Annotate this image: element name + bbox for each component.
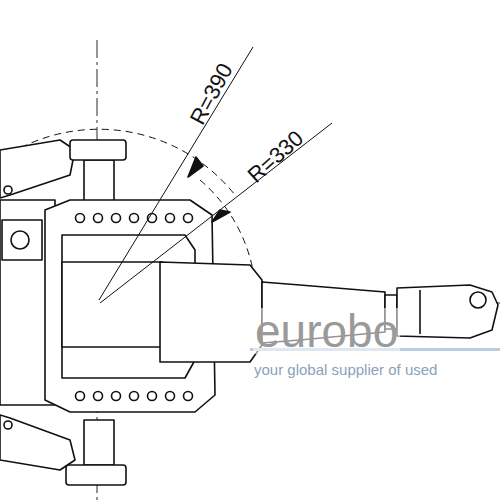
frame-arm [0,140,75,198]
joint-block [62,262,162,347]
forearm-flange [160,262,262,362]
top-flange [70,140,126,160]
leader-line [100,123,332,303]
leader-line [99,47,253,300]
bolt [76,392,85,401]
dimension-label: R=390 [186,58,238,130]
arrowhead [188,157,203,177]
bolt [130,392,139,401]
frame-arm [0,415,75,470]
bolt [4,421,12,429]
motor-shaft [11,231,29,249]
wrist-edge [419,290,421,334]
bolt [112,392,121,401]
watermark-text: your global supplier of used [252,362,439,377]
wrist-pivot [470,292,486,308]
bolt [112,214,121,223]
motor-box [2,220,42,260]
bottom-flange [66,465,126,485]
dimension-label: R=330 [243,126,309,189]
bolt [166,392,175,401]
bolt [94,214,103,223]
wrist-unit [397,285,498,338]
bolt [76,214,85,223]
bolt [94,392,103,401]
top-shaft [84,160,114,205]
bolt [166,214,175,223]
arrowhead [212,210,230,222]
bolt [184,214,193,223]
bolt [4,186,12,194]
bolt [184,392,193,401]
bolt [148,392,157,401]
bolt [130,214,139,223]
watermark-text: eurobo [253,308,400,354]
bottom-shaft [84,420,114,465]
